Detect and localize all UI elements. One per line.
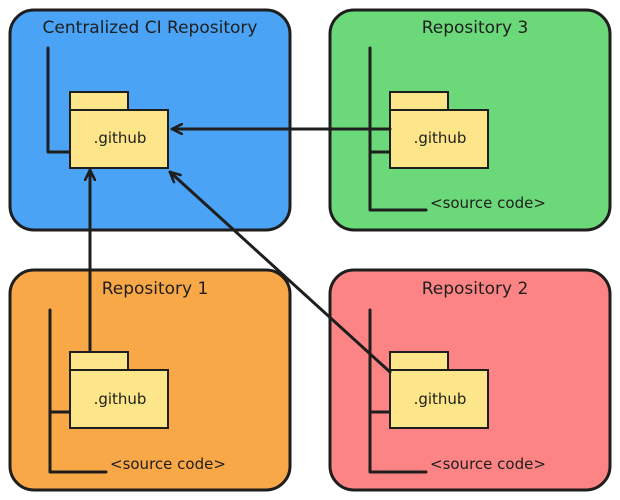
box-repo1-title: Repository 1 xyxy=(102,279,209,299)
box-central: Centralized CI Repository .github xyxy=(8,8,292,232)
folder-icon xyxy=(389,91,489,169)
box-repo3: Repository 3 .github <source code> xyxy=(328,8,612,232)
source-code-label-repo1: <source code> xyxy=(110,455,226,473)
box-repo1: Repository 1 .github <source code> xyxy=(8,268,292,492)
box-repo3-title: Repository 3 xyxy=(422,18,529,38)
folder-icon xyxy=(69,91,169,169)
folder-label-repo3: .github xyxy=(414,129,467,147)
arrow-repo2-to-central xyxy=(168,170,392,374)
box-central-title: Centralized CI Repository xyxy=(43,18,258,38)
folder-label-repo2: .github xyxy=(414,390,467,408)
tree-line-repo2 xyxy=(368,308,428,474)
tree-line-central xyxy=(46,46,72,154)
folder-icon xyxy=(69,351,169,429)
folder-label-central: .github xyxy=(94,129,147,147)
tree-line-repo1 xyxy=(48,308,108,474)
folder-icon xyxy=(389,351,489,429)
source-code-label-repo2: <source code> xyxy=(430,455,546,473)
source-code-label-repo3: <source code> xyxy=(430,194,546,212)
box-repo2: Repository 2 .github <source code> xyxy=(328,268,612,492)
tree-line-repo3 xyxy=(368,46,428,212)
folder-label-repo1: .github xyxy=(94,390,147,408)
box-repo2-title: Repository 2 xyxy=(422,279,529,299)
